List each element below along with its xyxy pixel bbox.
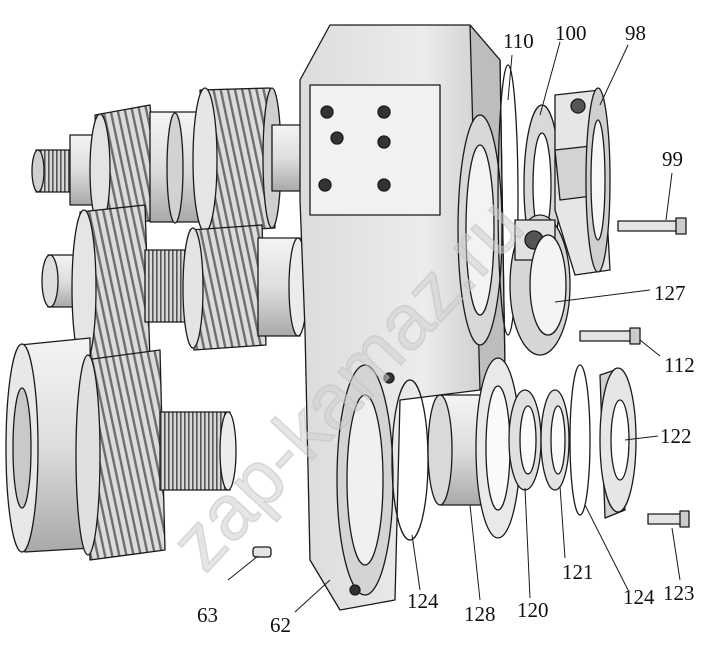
- bearing-120: [508, 389, 542, 491]
- callout-62: 62: [270, 613, 291, 637]
- callout-120: 120: [517, 598, 549, 622]
- callout-122: 122: [660, 424, 692, 448]
- callout-121: 121: [562, 560, 594, 584]
- bolt-123: [647, 510, 690, 528]
- callout-110: 110: [503, 29, 534, 53]
- lower-output-gear: [5, 337, 237, 561]
- callout-100: 100: [555, 21, 587, 45]
- bolt-99: [617, 217, 687, 235]
- callout-98: 98: [625, 21, 646, 45]
- callout-124-right: 124: [623, 585, 655, 609]
- cover-flange-122: [599, 367, 637, 519]
- callout-127: 127: [654, 281, 686, 305]
- callout-128: 128: [464, 602, 496, 626]
- upper-shaft-gears: [31, 87, 319, 233]
- callout-63: 63: [197, 603, 218, 627]
- transfer-case-housing: [299, 24, 506, 611]
- gasket-124-right: [569, 364, 591, 516]
- pin-63: [252, 546, 272, 558]
- spacer-121: [540, 389, 570, 491]
- clamp-ring-127: [509, 214, 571, 356]
- callout-123: 123: [663, 581, 695, 605]
- bolt-112: [579, 327, 641, 345]
- gasket-110: [497, 64, 519, 336]
- callout-99: 99: [662, 147, 683, 171]
- callout-labels: 110 100 98 99 127 112 122 123 124 121 12…: [197, 21, 695, 637]
- leader-lines: [227, 41, 681, 613]
- callout-124-left: 124: [407, 589, 439, 613]
- callout-112: 112: [664, 353, 695, 377]
- bracket-98: [554, 87, 611, 276]
- bearing-cap-128: [427, 357, 521, 539]
- middle-shaft-gears: [41, 204, 308, 367]
